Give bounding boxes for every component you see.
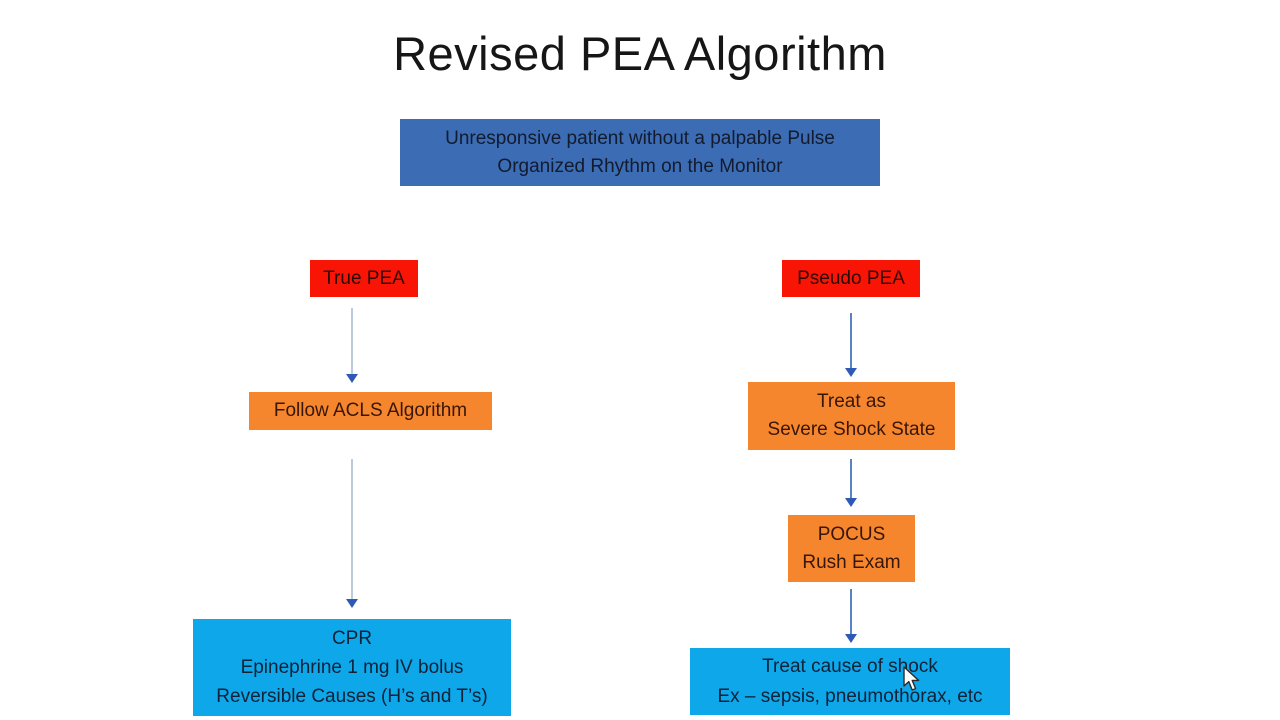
node-treat-cause-of-shock: Treat cause of shock Ex – sepsis, pneumo… — [690, 648, 1010, 715]
node-line: CPR — [331, 628, 373, 649]
node-pseudo-pea: Pseudo PEA — [782, 260, 920, 297]
arrow-head-icon — [346, 599, 358, 608]
node-line: POCUS — [817, 523, 886, 545]
node-line: True PEA — [323, 267, 405, 289]
node-line: Organized Rhythm on the Monitor — [497, 155, 783, 177]
mouse-cursor-icon — [903, 666, 925, 699]
flow-arrow-pseudo-to-treat-as — [845, 313, 857, 377]
flow-arrow-acls-to-cpr — [346, 459, 358, 608]
node-line: Unresponsive patient without a palpable … — [445, 127, 835, 149]
node-line: Treat as — [817, 391, 886, 412]
node-line: Follow ACLS Algorithm — [273, 400, 468, 421]
node-treat-as-severe-shock: Treat as Severe Shock State — [748, 382, 955, 450]
node-line: Reversible Causes (H’s and T’s) — [216, 686, 488, 707]
node-line: Ex – sepsis, pneumothorax, etc — [717, 685, 983, 707]
arrow-head-icon — [845, 634, 857, 643]
flow-arrow-pocus-to-treat-cause — [845, 589, 857, 643]
arrow-shaft — [850, 589, 852, 634]
page-title: Revised PEA Algorithm — [393, 27, 887, 80]
arrow-head-icon — [346, 374, 358, 383]
arrow-shaft — [351, 308, 353, 374]
arrow-shaft — [351, 459, 353, 599]
arrow-head-icon — [845, 368, 857, 377]
arrow-shaft — [850, 459, 852, 498]
node-true-pea: True PEA — [310, 260, 418, 297]
node-line: Treat cause of shock — [762, 655, 938, 677]
node-pocus-rush-exam: POCUS Rush Exam — [788, 515, 915, 582]
node-follow-acls: Follow ACLS Algorithm — [249, 392, 492, 430]
node-line: Severe Shock State — [767, 419, 936, 440]
node-line: Pseudo PEA — [797, 267, 905, 289]
flow-arrow-true-pea-to-acls — [346, 308, 358, 383]
arrow-shaft — [850, 313, 852, 368]
node-line: Rush Exam — [802, 551, 901, 573]
flow-arrow-treat-as-to-pocus — [845, 459, 857, 507]
node-cpr: CPR Epinephrine 1 mg IV bolus Reversible… — [193, 619, 511, 716]
node-unresponsive-patient: Unresponsive patient without a palpable … — [400, 119, 880, 186]
node-line: Epinephrine 1 mg IV bolus — [240, 657, 464, 678]
arrow-head-icon — [845, 498, 857, 507]
